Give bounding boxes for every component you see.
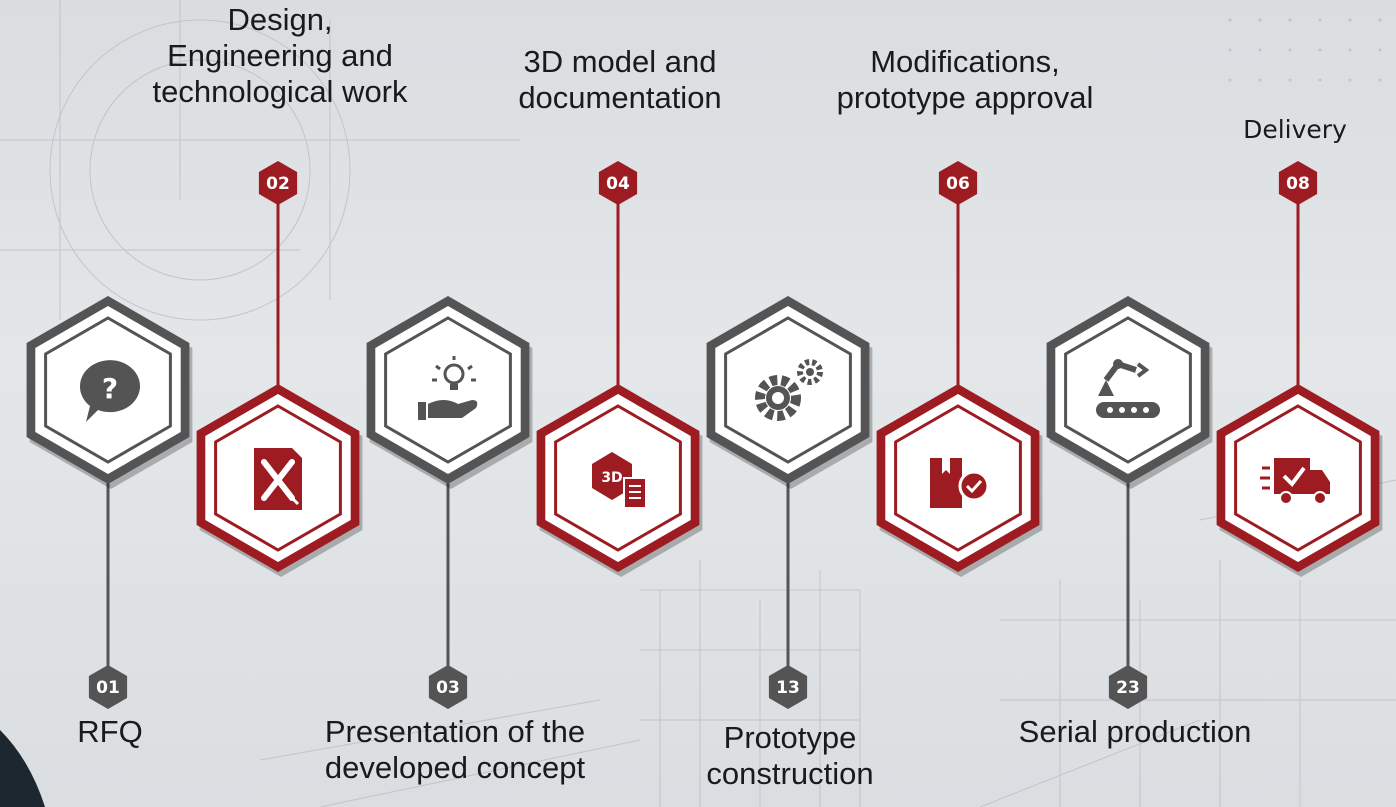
step-hexagon-13 — [706, 296, 873, 489]
delivery-truck-check-icon — [1260, 458, 1330, 505]
document-pencil-ruler-icon — [254, 448, 302, 510]
step-hexagon-01: ? — [26, 296, 193, 489]
step-label: Delivery — [1243, 115, 1347, 144]
step-number-badge: 01 — [88, 665, 128, 709]
step-number: 01 — [96, 678, 120, 698]
hand-lightbulb-icon — [418, 356, 478, 420]
step-label: Design, Engineering and technological wo… — [152, 2, 408, 109]
gears-icon — [755, 359, 823, 421]
step-number-badge: 23 — [1108, 665, 1148, 709]
step-number-badge: 02 — [258, 161, 298, 205]
box-checkmark-icon — [930, 458, 990, 508]
step-number-badge: 08 — [1278, 161, 1318, 205]
step-number-badge: 04 — [598, 161, 638, 205]
robot-arm-conveyor-icon — [1096, 359, 1160, 418]
step-label: 3D model and documentation — [518, 44, 722, 115]
step-number-badge: 13 — [768, 665, 808, 709]
step-number: 23 — [1116, 678, 1140, 698]
step-number: 13 — [776, 678, 800, 698]
step-hexagon-02 — [196, 384, 363, 577]
step-label: Serial production — [1018, 714, 1252, 749]
step-hexagon-08 — [1216, 384, 1383, 577]
step-label: Prototype construction — [706, 720, 874, 791]
step-label: Modifications, prototype approval — [836, 44, 1094, 115]
step-label: RFQ — [77, 714, 143, 749]
svg-text:?: ? — [102, 372, 118, 405]
step-hexagon-06 — [876, 384, 1043, 577]
step-hexagon-03 — [366, 296, 533, 489]
svg-text:3D: 3D — [601, 470, 622, 486]
speech-bubble-question-icon: ? — [79, 360, 140, 422]
step-number: 08 — [1286, 174, 1310, 194]
step-number: 06 — [946, 174, 970, 194]
step-number: 03 — [436, 678, 460, 698]
step-hexagon-04: 3D — [536, 384, 703, 577]
step-label: Presentation of the developed concept — [324, 714, 586, 785]
step-number: 02 — [266, 174, 290, 194]
step-number: 04 — [606, 174, 630, 194]
step-number-badge: 03 — [428, 665, 468, 709]
3d-cube-document-icon: 3D — [592, 452, 647, 509]
step-number-badge: 06 — [938, 161, 978, 205]
step-hexagon-23 — [1046, 296, 1213, 489]
